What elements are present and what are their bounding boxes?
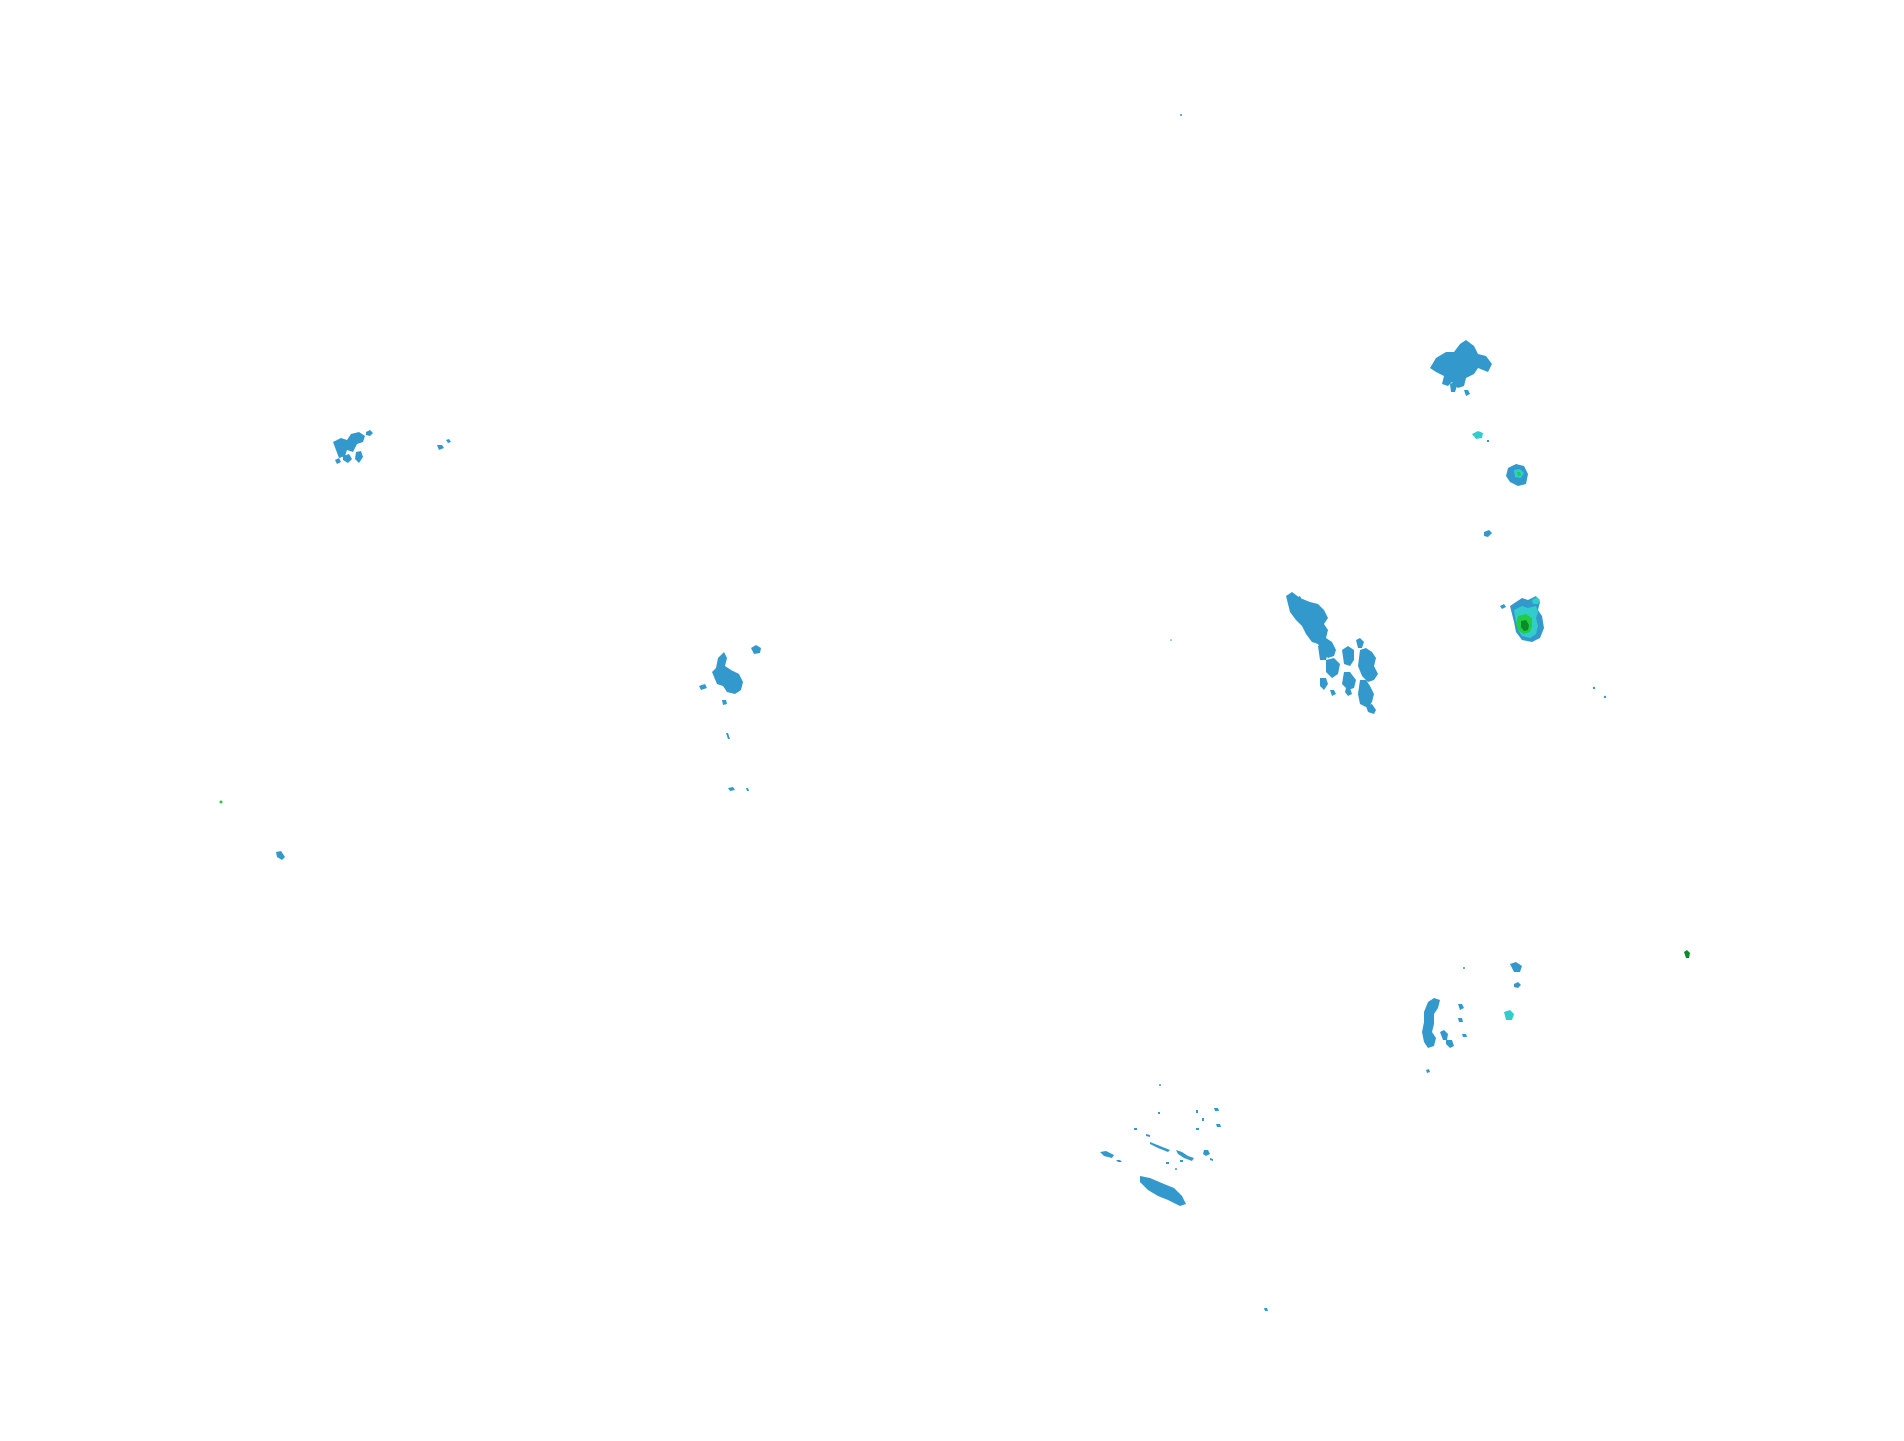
echo-speck-center	[1170, 639, 1172, 641]
echo-specks-east	[1592, 686, 1607, 699]
echo-cluster-west-central	[699, 645, 761, 791]
echo-speck-north	[1180, 114, 1182, 116]
echo-cluster-south	[1100, 1084, 1221, 1206]
echo-speck-south	[1264, 1308, 1268, 1311]
echo-cell-east-strong	[1500, 596, 1544, 642]
echo-cluster-northwest	[333, 430, 451, 464]
echo-cluster-southeast	[1422, 962, 1522, 1073]
echo-cluster-central-east	[1286, 592, 1378, 714]
echo-cell-east-upper	[1484, 464, 1528, 537]
echo-cell-far-east	[1684, 950, 1690, 958]
echo-cluster-northeast	[1430, 340, 1492, 442]
echo-cluster-far-west	[219, 800, 285, 860]
